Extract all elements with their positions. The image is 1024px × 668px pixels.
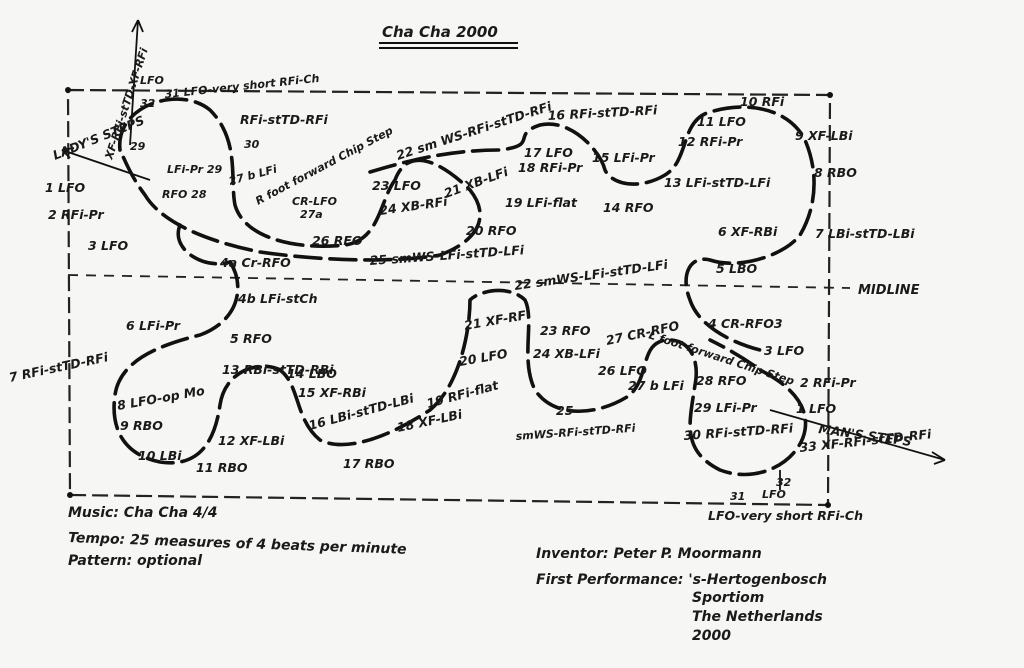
step-label: 15 XF-RBi	[298, 385, 367, 400]
step-label: 19 RFi-flat	[425, 377, 501, 411]
lady-up-arrow	[129, 19, 139, 146]
step-label: 6 XF-RBi	[718, 224, 778, 239]
step-label: 22 smWS-LFi-stTD-LFi	[513, 256, 669, 292]
step-label: 8 RBO	[814, 165, 857, 180]
step-label: smWS-RFi-stTD-RFi	[515, 422, 636, 443]
step-label: 10 LBi	[138, 448, 182, 463]
step-label: 13 RBi-stTD-RBi	[222, 362, 334, 377]
step-label: 13 LFi-stTD-LFi	[664, 175, 771, 190]
step-label: 27 b LFi	[227, 163, 278, 188]
info-block: Music: Cha Cha 4/4 Tempo: 25 measures of…	[68, 505, 827, 644]
step-label: 3 LFO	[88, 238, 129, 253]
step-label: 19 LFi-flat	[505, 195, 578, 210]
place-line: The Netherlands	[692, 609, 823, 625]
step-label: 6 LFi-Pr	[126, 318, 181, 333]
step-label: 3 LFO	[764, 343, 805, 358]
step-label: 17 RBO	[343, 456, 395, 471]
step-label: 12 RFi-Pr	[678, 134, 743, 149]
step-label: 7 LBi-stTD-LBi	[815, 226, 915, 241]
step-label: 4a Cr-RFO	[219, 255, 291, 270]
step-label: 8 LFO-op Mo	[116, 383, 206, 413]
lady-track	[118, 97, 482, 262]
man-track	[368, 105, 816, 352]
step-label: LFO-very short RFi-Ch	[708, 508, 863, 523]
step-label: 10 RFi	[740, 94, 785, 109]
step-label: 31 LFO-very short RFi-Ch	[164, 72, 320, 101]
music-line: Music: Cha Cha 4/4	[68, 505, 218, 521]
step-label: 9 XF-LBi	[795, 128, 853, 143]
man-track-small	[176, 223, 232, 266]
step-label: 14 LBO	[287, 366, 337, 381]
step-label: 23 RFO	[540, 323, 591, 338]
step-label: 32	[776, 476, 792, 489]
step-label: 25	[556, 403, 574, 418]
step-label: 15 LFi-Pr	[592, 150, 656, 165]
step-label: 4 CR-RFO3	[707, 316, 783, 331]
step-label: LFi-Pr 29	[167, 163, 222, 176]
step-label: 24 XB-LFi	[533, 346, 601, 361]
step-label: 16 RFi-stTD-RFi	[547, 102, 658, 123]
step-label: 12 XF-LBi	[218, 433, 285, 448]
pattern-line: Pattern: optional	[68, 553, 202, 569]
step-label: 26 RFO	[312, 233, 363, 248]
step-label: 25 smWS-LFi-stTD-LFi	[369, 242, 525, 268]
title: Cha Cha 2000	[382, 23, 498, 41]
step-label: 29	[130, 140, 146, 153]
place-line: Sportiom	[692, 590, 764, 606]
corner-dot	[827, 92, 833, 98]
man-arrow-head	[931, 451, 946, 465]
step-label: 2 RFi-Pr	[48, 207, 104, 222]
lady-track-lower	[112, 260, 808, 477]
step-label: 1 LFO	[45, 180, 86, 195]
step-label: 5 LBO	[716, 261, 758, 276]
step-label: 24 XB-RFi	[378, 193, 449, 217]
step-label: 32	[140, 97, 156, 110]
step-label: 1 LFO	[796, 401, 837, 416]
man-arrow	[769, 409, 946, 461]
lady-arrow	[61, 149, 151, 181]
corner-dot	[825, 502, 831, 508]
step-label: 27 b LFi	[628, 378, 685, 393]
step-label: 4b LFi-stCh	[237, 291, 318, 306]
midline-label: MIDLINE	[858, 283, 920, 298]
step-label: 17 LFO	[524, 145, 573, 160]
lady-up-arrow-head	[131, 19, 144, 33]
inventor-line: Inventor: Peter P. Moormann	[536, 546, 762, 562]
step-label: 20 RFO	[466, 223, 517, 238]
step-label: RFO 28	[162, 188, 207, 201]
step-label: RFi-stTD-RFi	[240, 112, 329, 127]
year-line: 2000	[692, 628, 731, 644]
step-label: CR-LFO	[292, 195, 337, 208]
step-label: 29 LFi-Pr	[694, 400, 758, 415]
step-label: 9 RBO	[120, 418, 163, 433]
step-label: 30 RFi-stTD-RFi	[683, 420, 794, 443]
step-label: 2 RFi-Pr	[800, 375, 856, 390]
midline	[67, 274, 851, 289]
first-performance-line: First Performance: 's-Hertogenbosch	[536, 572, 827, 588]
corner-dot	[65, 87, 71, 93]
step-label: 23 LFO	[372, 178, 421, 193]
lady-arrow-head	[61, 147, 75, 159]
ladys-steps-label: LADY'S STEPS	[51, 112, 147, 162]
corner-dot	[67, 492, 73, 498]
step-label: 21 XF-RFi	[463, 306, 532, 333]
step-label: LFO	[140, 74, 164, 87]
step-label: 7 RFi-stTD-RFi	[8, 349, 110, 385]
step-label: 31	[730, 490, 745, 503]
step-label: 20 LFO	[458, 346, 509, 369]
step-label: 21 XB-LFi	[442, 164, 511, 201]
step-label: 28 RFO	[696, 373, 747, 388]
step-label: 18 RFi-Pr	[518, 160, 583, 175]
step-label: 14 RFO	[603, 200, 654, 215]
step-label: 27a	[300, 208, 323, 221]
step-label: LFO	[762, 488, 786, 501]
step-label: 11 RBO	[196, 460, 248, 475]
step-label: 30	[244, 138, 260, 151]
step-label: 11 LFO	[697, 114, 746, 129]
step-label: 5 RFO	[230, 331, 272, 346]
step-label: 26 LFO	[598, 363, 647, 378]
